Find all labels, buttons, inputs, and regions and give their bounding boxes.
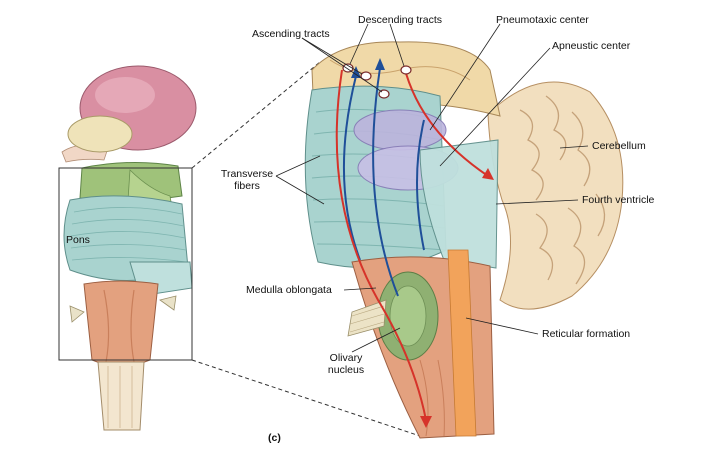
label-fourth-ventricle: Fourth ventricle [582,194,655,206]
cerebellum [487,81,624,310]
label-transverse-fibers: Transverse fibers [220,168,274,192]
reticular-formation-column [447,249,477,437]
pneumotaxic-nucleus [353,109,447,151]
label-pneumotaxic-center: Pneumotaxic center [496,14,589,26]
label-reticular-formation: Reticular formation [542,328,631,340]
label-medulla-oblongata: Medulla oblongata [246,284,332,296]
overview-optic-tract [67,115,133,153]
label-apneustic-center: Apneustic center [552,40,631,52]
label-pons: Pons [66,234,90,246]
leader-lines [275,23,589,353]
label-ascending-tracts: Ascending tracts [252,28,330,40]
label-olivary-nucleus-line1: Olivary [329,352,363,364]
label-olivary-nucleus-line2: nucleus [327,364,365,376]
label-olivary-nucleus: Olivary nucleus [320,352,372,376]
overview-inset-box [58,167,193,361]
panel-letter: (c) [268,432,281,444]
label-transverse-fibers-line1: Transverse [220,168,274,180]
cranial-nerve-fan [347,299,387,337]
zoom-connector-bottom [191,359,421,437]
overview-spinal-cord [97,361,145,431]
label-descending-tracts: Descending tracts [358,14,443,26]
label-transverse-fibers-line2: fibers [234,180,260,192]
overview-medulla [83,280,159,367]
ascending-tract-arrows [343,67,425,297]
label-cerebellum: Cerebellum [592,140,646,152]
zoom-connector-top [191,61,321,169]
overview-brainstem [61,65,197,431]
